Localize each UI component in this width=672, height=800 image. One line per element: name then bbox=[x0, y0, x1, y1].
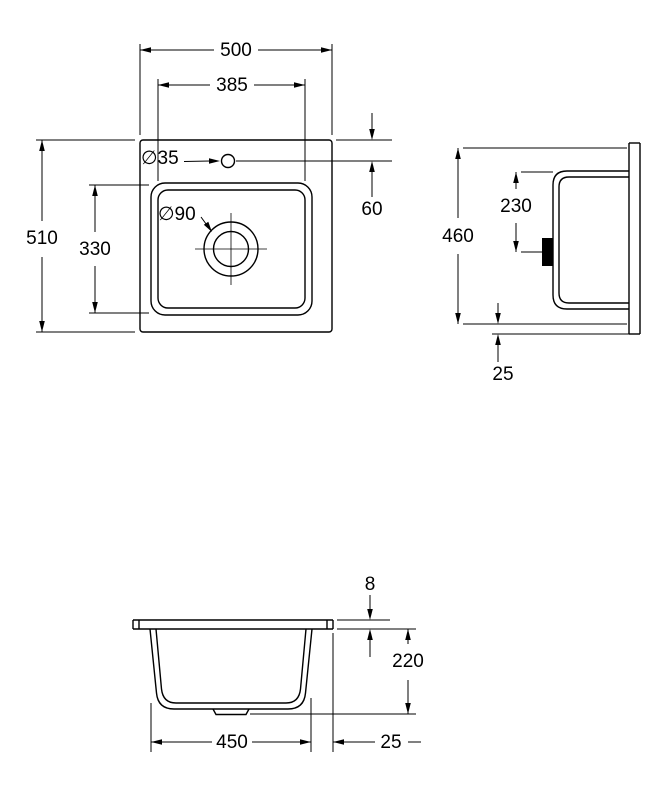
arrowhead bbox=[367, 609, 373, 620]
callout-drain: ∅90 bbox=[158, 204, 212, 232]
bowl-inner-top bbox=[157, 189, 306, 309]
arrowhead bbox=[140, 47, 151, 53]
dim-label: 460 bbox=[442, 226, 474, 247]
arrowhead bbox=[369, 129, 375, 140]
callout-faucet-hole: ∅35 bbox=[141, 148, 220, 169]
arrowhead bbox=[209, 158, 220, 164]
arrowhead bbox=[455, 148, 461, 159]
dim-label: 385 bbox=[216, 75, 248, 96]
dim-overall-width: 500 bbox=[139, 40, 333, 135]
arrowhead bbox=[300, 739, 311, 745]
drain-outlet-boss bbox=[542, 238, 553, 266]
arrowhead bbox=[495, 334, 501, 345]
dim-bowl-width: 450 bbox=[150, 698, 312, 753]
arrowhead bbox=[367, 629, 373, 640]
dim-label: 220 bbox=[392, 651, 424, 672]
arrowhead bbox=[294, 82, 305, 88]
dim-label: 500 bbox=[220, 40, 252, 61]
arrowhead bbox=[513, 172, 519, 183]
dim-rim-overhang: 25 bbox=[332, 633, 421, 753]
dim-label: 450 bbox=[216, 732, 248, 753]
front-view: 8 220 450 bbox=[132, 574, 424, 753]
arrowhead bbox=[92, 185, 98, 196]
arrowhead bbox=[92, 302, 98, 313]
dim-label: 8 bbox=[365, 574, 376, 595]
faucet-hole bbox=[220, 153, 236, 169]
dim-label: ∅90 bbox=[158, 204, 196, 225]
arrowhead bbox=[405, 703, 411, 714]
dim-label: 330 bbox=[79, 239, 111, 260]
dim-inner-width: 385 bbox=[157, 75, 306, 181]
dim-label: 25 bbox=[380, 732, 401, 753]
arrowhead bbox=[39, 321, 45, 332]
dim-inner-depth: 330 bbox=[79, 184, 149, 314]
drain-bump bbox=[212, 708, 250, 716]
dim-label: 510 bbox=[26, 228, 58, 249]
bowl-section-outer bbox=[149, 628, 313, 710]
arrowhead bbox=[455, 313, 461, 324]
arrowhead bbox=[151, 739, 162, 745]
bowl-profile-inner bbox=[558, 176, 629, 304]
dim-overall-depth: 510 bbox=[26, 139, 135, 333]
dim-label: 60 bbox=[361, 199, 382, 220]
bowl-rim-top bbox=[150, 182, 313, 316]
side-view: 460 230 25 bbox=[442, 142, 641, 385]
arrowhead bbox=[513, 241, 519, 252]
top-view: 500 385 510 bbox=[26, 40, 392, 333]
dim-label: 230 bbox=[500, 196, 532, 217]
arrowhead bbox=[321, 47, 332, 53]
arrowhead bbox=[369, 161, 375, 172]
dim-label: ∅35 bbox=[141, 148, 179, 169]
dim-bowl-depth: 220 bbox=[250, 629, 424, 715]
arrowhead bbox=[203, 221, 212, 232]
dim-drain-offset: 230 bbox=[500, 171, 553, 253]
bowl-section-inner bbox=[155, 628, 307, 704]
bowl-profile-outer bbox=[552, 170, 629, 310]
dim-label: 25 bbox=[492, 364, 513, 385]
arrowhead bbox=[39, 140, 45, 151]
arrowhead bbox=[158, 82, 169, 88]
arrowhead bbox=[495, 313, 501, 324]
sink-outline-top bbox=[139, 139, 333, 333]
leader-line bbox=[183, 160, 211, 162]
arrowhead bbox=[405, 629, 411, 640]
dim-faucet-offset: 60 bbox=[236, 113, 392, 220]
dim-side-lip: 25 bbox=[492, 303, 629, 385]
dim-rim-thickness: 8 bbox=[337, 574, 416, 657]
dim-side-height: 460 bbox=[442, 147, 627, 325]
